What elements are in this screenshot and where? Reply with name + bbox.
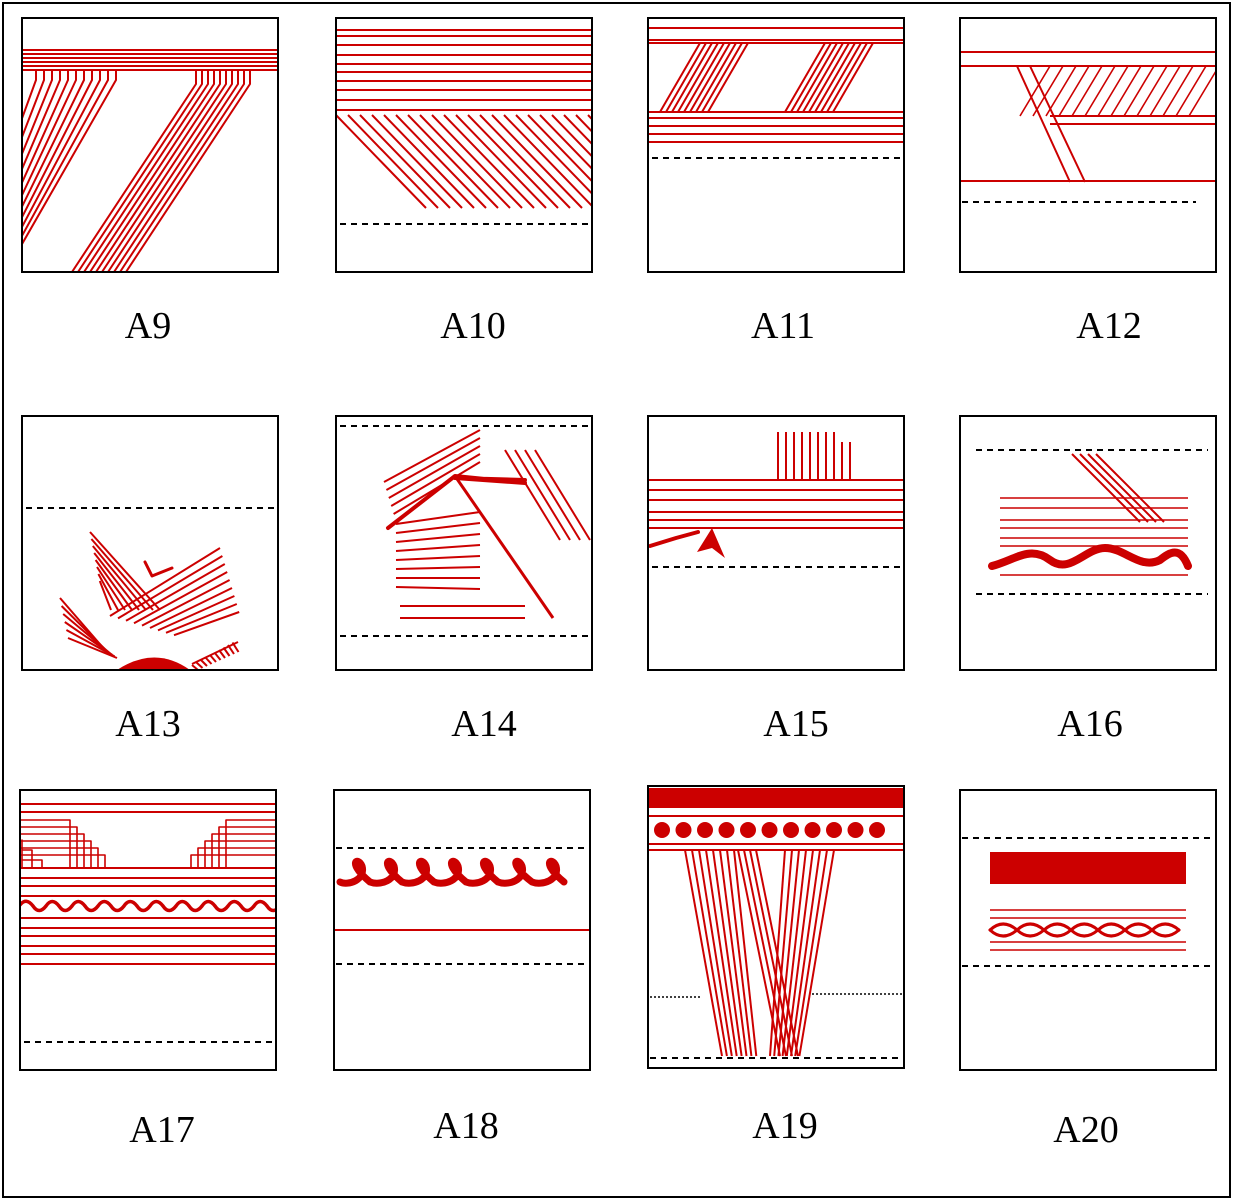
panel-a10 <box>336 18 678 272</box>
panel-a20 <box>960 790 1216 1070</box>
label-a11: A11 <box>703 306 863 346</box>
panel-a18 <box>334 790 590 1070</box>
panel-a19 <box>648 786 904 1068</box>
panel-a12 <box>960 18 1219 272</box>
label-a14: A14 <box>404 704 564 744</box>
panel-a14 <box>336 416 592 670</box>
label-a9: A9 <box>68 306 228 346</box>
label-a16: A16 <box>1010 704 1170 744</box>
panel-a13 <box>22 416 278 670</box>
panel-a15 <box>648 416 904 670</box>
label-a18: A18 <box>386 1106 546 1146</box>
label-a20: A20 <box>1006 1110 1166 1150</box>
label-a13: A13 <box>68 704 228 744</box>
label-a19: A19 <box>705 1106 865 1146</box>
label-a17: A17 <box>82 1110 242 1150</box>
panel-a17 <box>20 790 280 1070</box>
label-a10: A10 <box>393 306 553 346</box>
panel-a9 <box>0 18 278 272</box>
label-a12: A12 <box>1029 306 1189 346</box>
panel-a11 <box>648 18 904 272</box>
panel-a16 <box>960 416 1216 670</box>
label-a15: A15 <box>716 704 876 744</box>
